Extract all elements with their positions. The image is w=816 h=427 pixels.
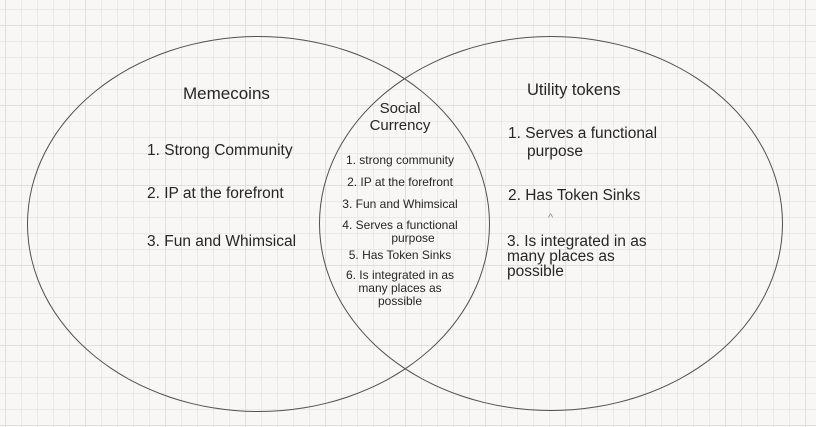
intersection-item-5[interactable]: 5. Has Token Sinks — [333, 249, 467, 262]
intersection-item-6-line-2: many places as — [358, 281, 442, 295]
intersection-item-2-line: 2. IP at the forefront — [347, 175, 453, 189]
utility-item-3-line-2: many places as — [507, 248, 615, 265]
intersection-item-6-line-1: 6. Is integrated in as — [345, 268, 455, 282]
social-currency-title[interactable]: Social Currency — [369, 100, 431, 134]
memecoins-item-1[interactable]: 1. Strong Community — [147, 142, 293, 159]
utility-item-1[interactable]: 1. Serves a functional purpose — [508, 125, 657, 160]
intersection-item-4-line-2: purpose — [391, 231, 435, 245]
utility-item-1-line-1: 1. Serves a functional — [508, 125, 658, 142]
intersection-item-6-line-3: possible — [377, 294, 423, 308]
utility-item-2[interactable]: 2. Has Token Sinks — [508, 186, 640, 205]
utility-item-2-line: 2. Has Token Sinks — [508, 187, 641, 204]
utility-item-1-line-2: purpose — [527, 142, 584, 160]
intersection-item-4-line-1: 4. Serves a functional — [342, 218, 458, 232]
memecoins-item-3[interactable]: 3. Fun and Whimsical — [147, 233, 297, 250]
utility-item-3-line-3: possible — [507, 263, 564, 280]
intersection-item-1[interactable]: 1. strong community — [333, 154, 467, 167]
right-ellipse-utility-tokens[interactable] — [319, 36, 783, 411]
utility-item-3[interactable]: 3. Is integrated in as many places as po… — [507, 233, 647, 280]
intersection-item-1-line: 1. strong community — [345, 153, 455, 167]
memecoins-item-2[interactable]: 2. IP at the forefront — [147, 185, 284, 202]
intersection-item-6[interactable]: 6. Is integrated in as many places as po… — [333, 269, 467, 308]
intersection-item-3[interactable]: 3. Fun and Whimsical — [333, 198, 467, 211]
intersection-item-4[interactable]: 4. Serves a functional purpose — [333, 219, 467, 245]
intersection-item-3-line: 3. Fun and Whimsical — [342, 197, 458, 211]
memecoins-title[interactable]: Memecoins — [183, 84, 270, 103]
stray-caret-mark: ^ — [548, 212, 554, 224]
intersection-item-5-line: 5. Has Token Sinks — [348, 248, 452, 262]
utility-item-3-line-1: 3. Is integrated in as — [507, 233, 647, 250]
utility-tokens-title[interactable]: Utility tokens — [527, 81, 621, 99]
intersection-item-2[interactable]: 2. IP at the forefront — [333, 176, 467, 189]
